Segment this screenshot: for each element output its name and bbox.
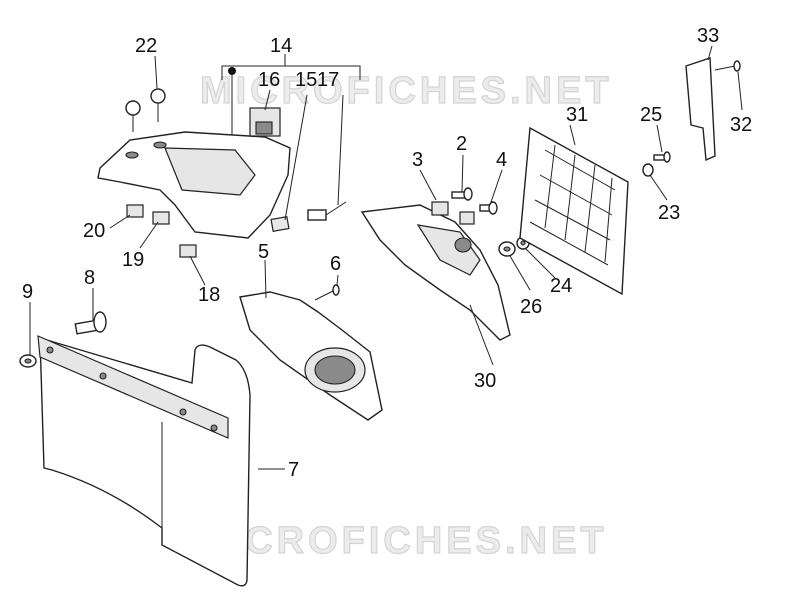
- part-26-washer: [498, 241, 516, 257]
- callout-26: 26: [520, 296, 542, 318]
- callout-32: 32: [730, 114, 752, 136]
- part-5-bracket: [239, 291, 383, 421]
- leader-lines: [29, 45, 743, 470]
- part-22-screws: [125, 88, 166, 132]
- watermark-top: MICROFICHES.NET: [200, 70, 613, 112]
- callout-25: 25: [640, 104, 662, 126]
- part-8-bolt: [74, 311, 107, 335]
- callout-16: 16: [258, 69, 280, 91]
- callout-6: 6: [330, 253, 341, 275]
- part-25-bolt: [653, 151, 671, 163]
- part-3-nut: [431, 201, 449, 216]
- part-31-plate: [519, 126, 629, 296]
- part-32-screw: [714, 60, 741, 72]
- callout-17: 17: [317, 69, 339, 91]
- callout-20: 20: [83, 220, 105, 242]
- part-18-clip: [179, 244, 197, 258]
- callout-24: 24: [550, 275, 572, 297]
- callout-31: 31: [566, 104, 588, 126]
- callout-14: 14: [270, 35, 292, 57]
- part-30-plate-holder: [360, 204, 511, 341]
- part-33-bracket: [685, 57, 716, 162]
- part-4-nut: [459, 211, 475, 225]
- part-14-cover: [97, 131, 291, 239]
- callout-2: 2: [456, 133, 467, 155]
- callout-7: 7: [288, 459, 299, 481]
- part-6-screw: [314, 284, 340, 301]
- callout-33: 33: [697, 25, 719, 47]
- callout-15: 15: [295, 69, 317, 91]
- part-2-bolt: [451, 187, 473, 201]
- callout-3: 3: [412, 149, 423, 171]
- callout-4: 4: [496, 149, 507, 171]
- part-16-grommet: [249, 107, 281, 137]
- part-15-clip: [270, 216, 290, 232]
- callout-19: 19: [122, 249, 144, 271]
- part-23-washer: [642, 163, 654, 177]
- part-20-clip: [126, 204, 144, 218]
- callout-18: 18: [198, 284, 220, 306]
- part-17-rivet: [307, 201, 347, 221]
- part-9-washer: [19, 354, 37, 368]
- part-7-mud-flap: [37, 335, 251, 587]
- part-4-bolt: [479, 201, 498, 215]
- part-19-clip: [152, 211, 170, 225]
- callout-23: 23: [658, 202, 680, 224]
- callout-30: 30: [474, 370, 496, 392]
- callout-8: 8: [84, 267, 95, 289]
- callout-22: 22: [135, 35, 157, 57]
- callout-5: 5: [258, 241, 269, 263]
- watermark-bottom: MICROFICHES.NET: [195, 520, 608, 562]
- callout-9: 9: [22, 281, 33, 303]
